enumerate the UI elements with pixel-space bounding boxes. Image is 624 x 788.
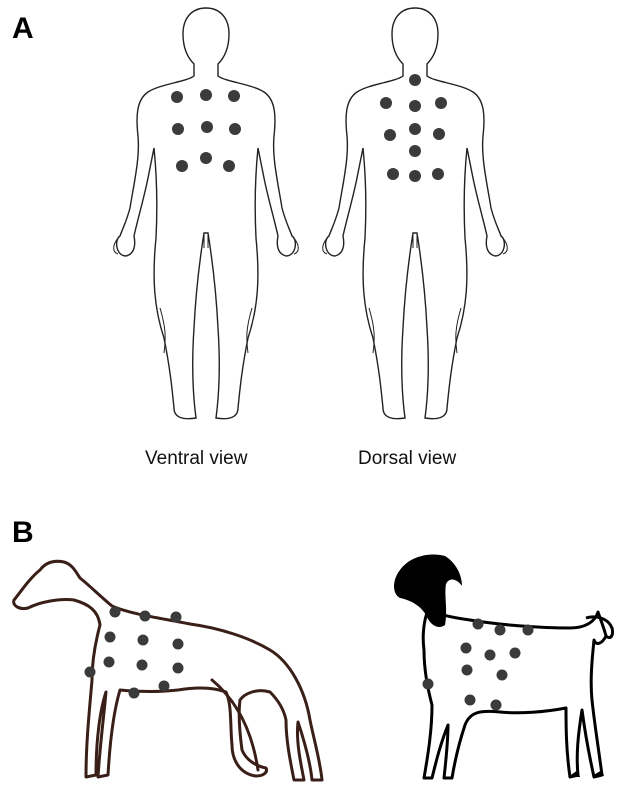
- sampling-dot: [384, 129, 396, 141]
- sampling-dot: [380, 97, 392, 109]
- sampling-dot: [495, 625, 506, 636]
- sampling-dot: [137, 660, 148, 671]
- sampling-dot: [228, 90, 240, 102]
- sampling-dot: [461, 643, 472, 654]
- sampling-dot: [140, 611, 151, 622]
- sampling-dot: [485, 650, 496, 661]
- sampling-dot: [129, 688, 140, 699]
- sampling-dot: [433, 128, 445, 140]
- sampling-dot: [105, 632, 116, 643]
- sampling-dot: [497, 670, 508, 681]
- sampling-dot: [110, 607, 121, 618]
- sampling-dot: [173, 663, 184, 674]
- sampling-dot: [200, 152, 212, 164]
- sampling-dot: [138, 635, 149, 646]
- sampling-dot: [171, 91, 183, 103]
- sampling-dot: [173, 639, 184, 650]
- human-dorsal-dots: [380, 74, 447, 182]
- sampling-dot: [465, 695, 476, 706]
- sampling-dot: [229, 123, 241, 135]
- sampling-dot: [85, 667, 96, 678]
- sampling-dot: [409, 123, 421, 135]
- sampling-dot: [409, 170, 421, 182]
- sampling-dot: [423, 679, 434, 690]
- sampling-dot: [409, 145, 421, 157]
- sampling-dot: [510, 648, 521, 659]
- sampling-dot: [432, 168, 444, 180]
- sampling-dot: [176, 160, 188, 172]
- sampling-dot: [523, 625, 534, 636]
- sampling-dot: [171, 612, 182, 623]
- goat-dots: [423, 619, 534, 711]
- sampling-dot: [201, 121, 213, 133]
- sampling-dot: [223, 160, 235, 172]
- sampling-dot: [473, 619, 484, 630]
- human-ventral-figure: [114, 8, 299, 419]
- sampling-dot: [104, 657, 115, 668]
- sampling-dot: [159, 681, 170, 692]
- sampling-dot: [172, 123, 184, 135]
- sampling-dot: [462, 665, 473, 676]
- sampling-dot: [435, 97, 447, 109]
- dog-figure: [14, 561, 322, 780]
- human-ventral-dots: [171, 89, 241, 172]
- human-dorsal-figure: [323, 8, 508, 419]
- sampling-dot: [491, 700, 502, 711]
- sampling-dot: [409, 100, 421, 112]
- sampling-dot: [387, 168, 399, 180]
- sampling-dot: [409, 74, 421, 86]
- goat-figure: [394, 555, 613, 778]
- sampling-dot: [200, 89, 212, 101]
